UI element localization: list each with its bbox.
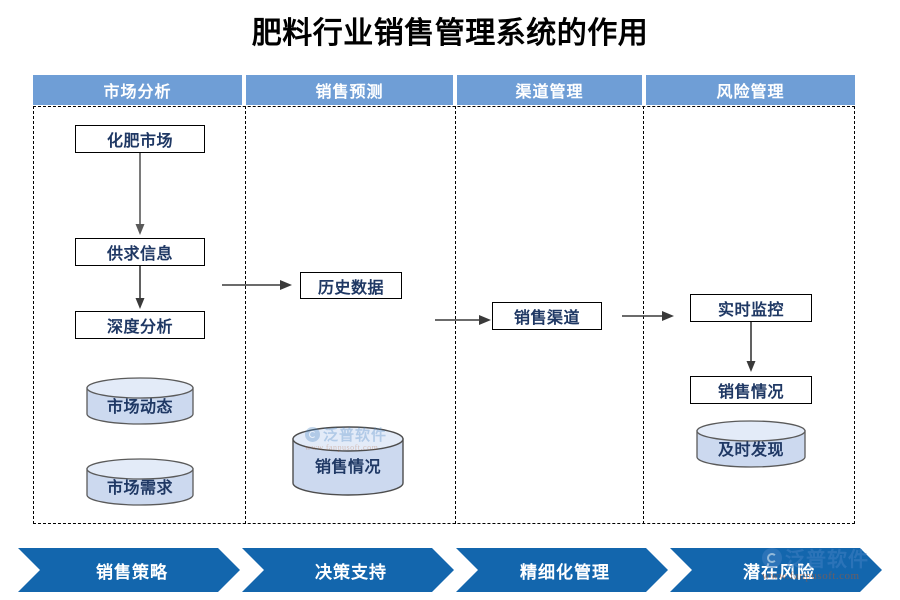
datastore-sales-status-forecast-label: 销售情况: [314, 459, 381, 476]
datastore-market-dynamics[interactable]: 市场动态: [86, 377, 194, 425]
swimlane-frame: [33, 106, 855, 524]
swimlane-header-channel-management: 渠道管理: [457, 75, 642, 105]
swimlane-header-risk-management: 风险管理: [646, 75, 855, 105]
outcome-chevron-row: 销售策略 决策支持 精细化管理 潜在风险: [18, 548, 882, 592]
datastore-market-dynamics-label: 市场动态: [106, 399, 173, 416]
node-deep-analysis[interactable]: 深度分析: [75, 311, 205, 339]
datastore-timely-discovery-label: 及时发现: [717, 442, 784, 459]
outcome-chevron-3[interactable]: [456, 548, 668, 592]
arrow-market-to-supply: [135, 153, 145, 235]
swimlane-header-bar: 市场分析 销售预测 渠道管理 风险管理: [33, 75, 855, 105]
arrow-monitoring-to-sales-status: [746, 322, 756, 372]
outcome-chevron-4[interactable]: [670, 548, 882, 592]
swimlane-divider-2: [455, 106, 456, 524]
header-gap: [453, 75, 457, 105]
node-supply-demand-info[interactable]: 供求信息: [75, 238, 205, 266]
node-historical-data[interactable]: 历史数据: [300, 272, 402, 299]
node-realtime-monitoring[interactable]: 实时监控: [690, 294, 812, 322]
outcome-chevron-2[interactable]: [242, 548, 454, 592]
swimlane-divider-1: [245, 106, 246, 524]
header-gap: [242, 75, 246, 105]
header-gap: [642, 75, 646, 105]
swimlane-divider-3: [643, 106, 644, 524]
datastore-market-demand[interactable]: 市场需求: [86, 458, 194, 506]
node-fertilizer-market[interactable]: 化肥市场: [75, 125, 205, 153]
swimlane-header-sales-forecast: 销售预测: [246, 75, 453, 105]
arrow-lane1-to-lane2: [222, 280, 292, 290]
arrow-supply-to-deep-analysis: [135, 266, 145, 309]
node-sales-status-risk[interactable]: 销售情况: [690, 376, 812, 404]
arrow-lane2-to-lane3: [435, 315, 491, 325]
outcome-chevron-1[interactable]: [18, 548, 240, 592]
datastore-timely-discovery[interactable]: 及时发现: [696, 420, 806, 468]
node-sales-channel[interactable]: 销售渠道: [492, 302, 602, 330]
datastore-market-demand-label: 市场需求: [106, 480, 173, 497]
swimlane-header-market-analysis: 市场分析: [33, 75, 242, 105]
datastore-sales-status-forecast[interactable]: 销售情况: [292, 426, 404, 496]
arrow-lane3-to-lane4: [622, 311, 674, 321]
page-title: 肥料行业销售管理系统的作用: [251, 17, 649, 50]
